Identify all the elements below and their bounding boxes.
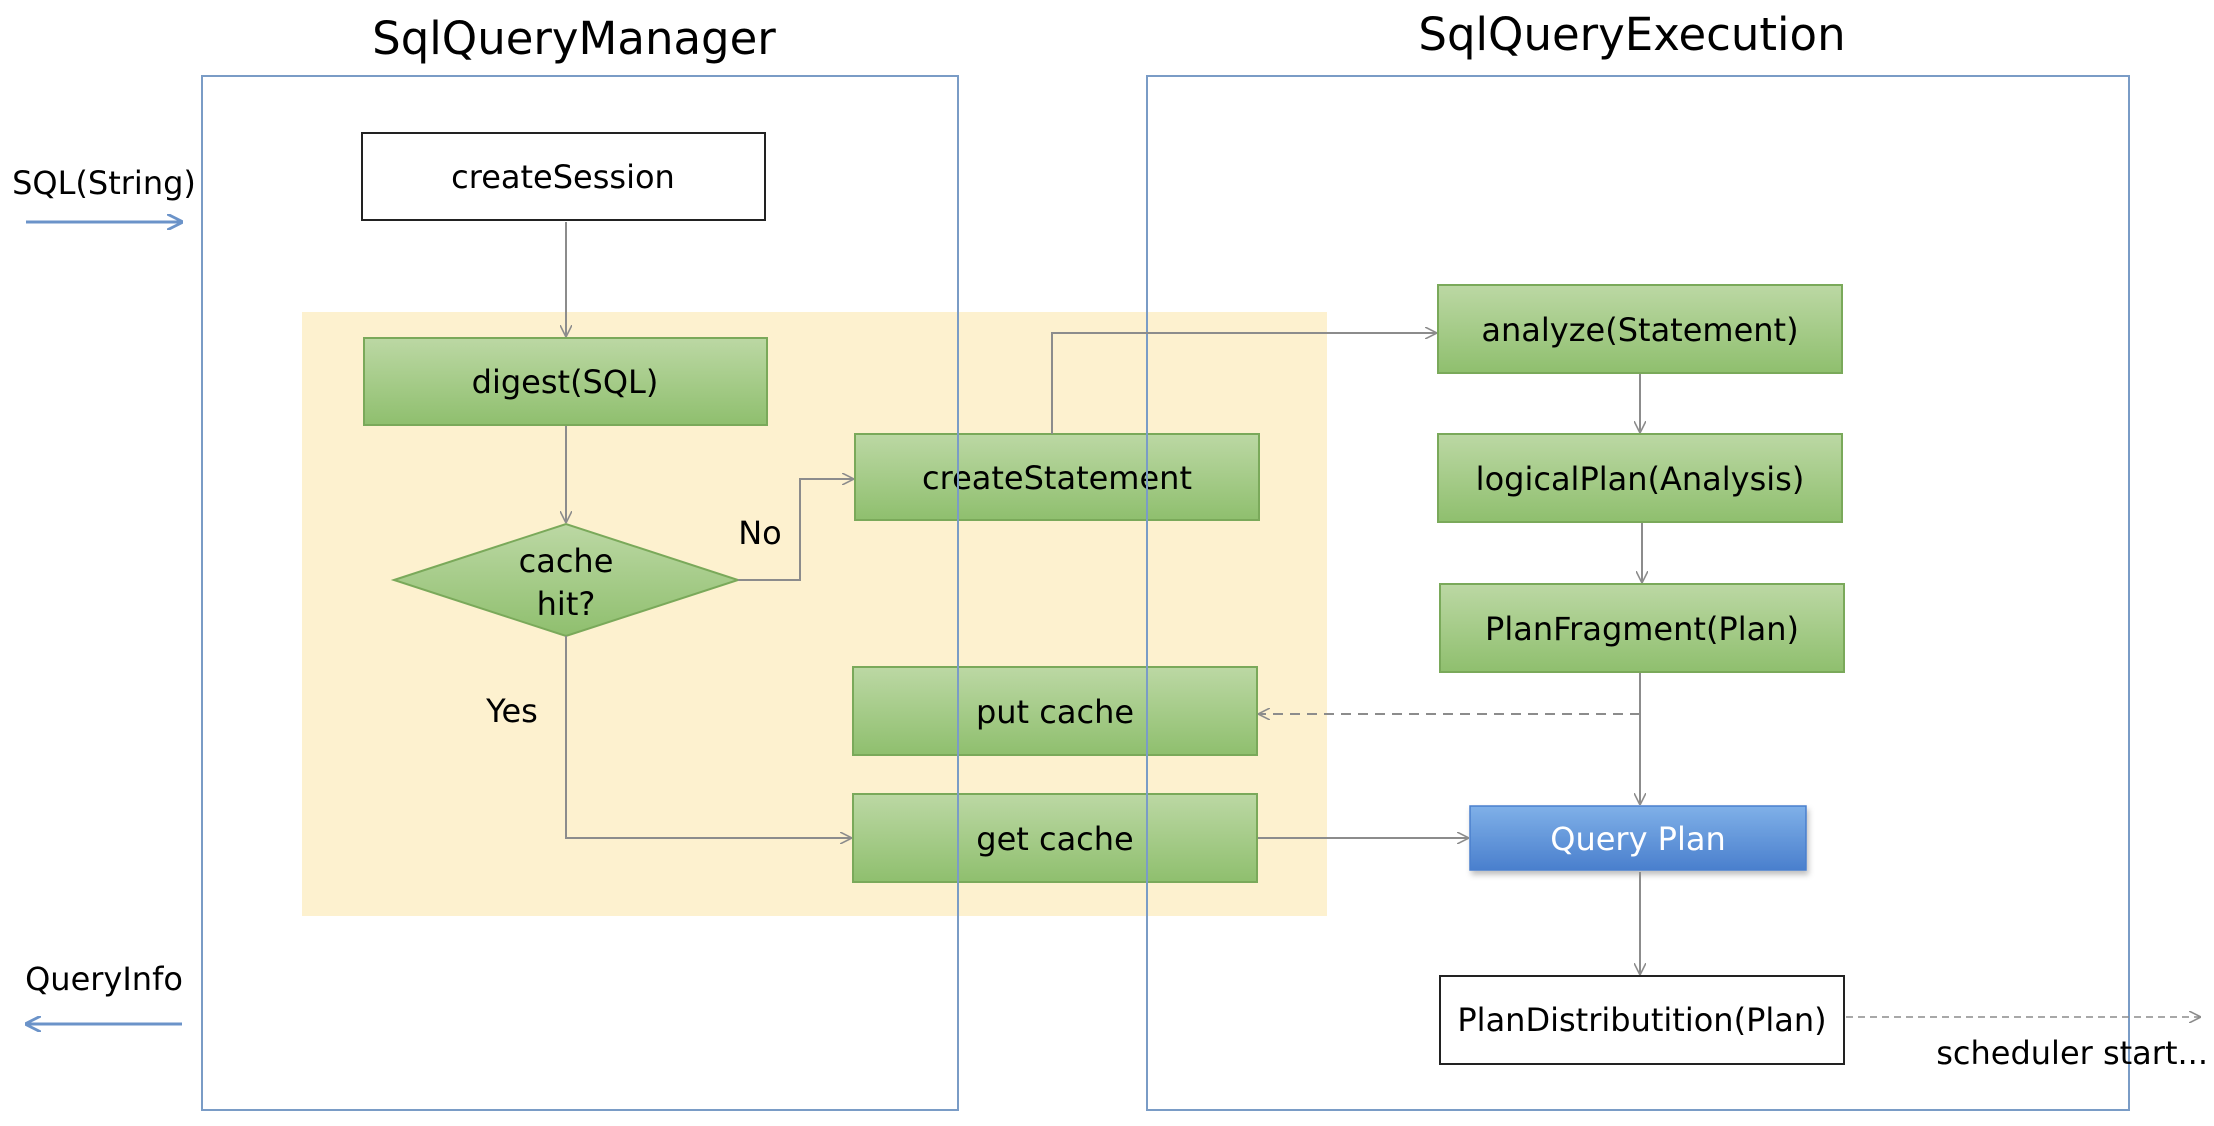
plan-distribution-label: PlanDistributition(Plan)	[1457, 1001, 1826, 1039]
plan-distribution-box	[1439, 975, 1845, 1065]
edge-label-no: No	[738, 514, 782, 552]
create-statement-box	[854, 433, 1260, 521]
query-info-label: QueryInfo	[25, 960, 183, 998]
scheduler-start-label: scheduler start...	[1936, 1034, 2208, 1072]
put-cache-label: put cache	[976, 693, 1134, 731]
logical-plan-label: logicalPlan(Analysis)	[1476, 460, 1805, 498]
cache-hit-label-line2: hit?	[537, 585, 596, 623]
create-session-box	[361, 132, 766, 221]
plan-fragment-label: PlanFragment(Plan)	[1485, 610, 1799, 648]
cache-miss-to-create-statement-arrow	[738, 479, 853, 581]
analyze-label: analyze(Statement)	[1481, 311, 1798, 349]
get-cache-box	[852, 793, 1258, 883]
digest-box	[363, 337, 768, 426]
put-cache-box	[852, 666, 1258, 756]
query-plan-label: Query Plan	[1550, 820, 1726, 858]
create-session-label: createSession	[451, 158, 675, 196]
sql-query-execution-title: SqlQueryExecution	[1418, 8, 1845, 61]
create-statement-label: createStatement	[922, 459, 1192, 497]
logical-plan-box	[1437, 433, 1843, 523]
edge-label-yes: Yes	[485, 692, 538, 730]
cache-hit-label-line1: cache	[519, 542, 614, 580]
cache-hit-to-get-cache-arrow	[565, 636, 851, 838]
analyze-box	[1437, 284, 1843, 374]
sql-input-label: SQL(String)	[12, 164, 196, 202]
query-plan-box	[1469, 805, 1807, 871]
connectors	[566, 222, 2200, 1017]
sql-query-manager-title: SqlQueryManager	[372, 12, 776, 65]
digest-label: digest(SQL)	[472, 363, 659, 401]
plan-fragment-box	[1439, 583, 1845, 673]
create-statement-to-analyze-arrow	[1051, 333, 1436, 434]
get-cache-label: get cache	[976, 820, 1133, 858]
